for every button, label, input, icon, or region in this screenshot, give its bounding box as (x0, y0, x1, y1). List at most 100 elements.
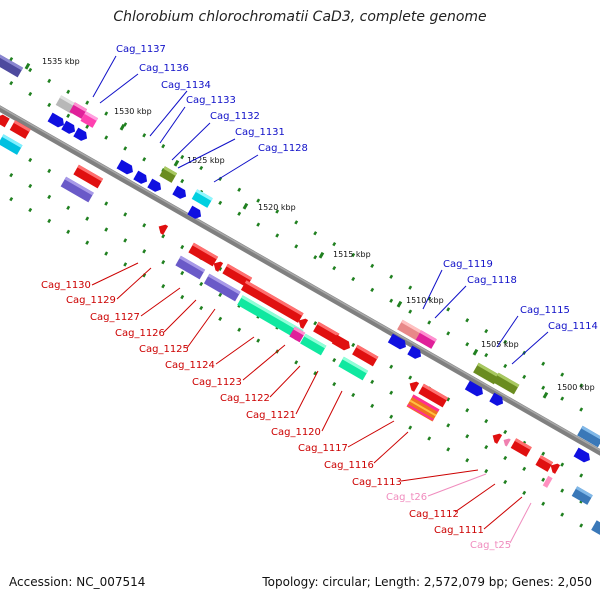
tick-dot (427, 320, 432, 325)
gene-label[interactable]: Cag_1131 (235, 127, 285, 138)
ruler-major-ticks (24, 62, 549, 399)
tick-dot (294, 244, 299, 249)
gene-label[interactable]: Cag_1114 (548, 321, 598, 332)
tick-dot (9, 57, 14, 62)
tick-dot (180, 270, 185, 276)
genome-summary-text: Topology: circular; Length: 2,572,079 bp… (262, 575, 592, 589)
genome-backbone-highlight (0, 105, 600, 452)
gene-label[interactable]: Cag_1136 (139, 63, 189, 74)
gene-label[interactable]: Cag_1115 (520, 305, 570, 316)
tick-dot (47, 102, 52, 108)
tick-dot (560, 372, 565, 377)
ruler-label: 1525 kbp (187, 156, 225, 165)
tick-dot (446, 307, 451, 312)
gene-label[interactable]: Cag_1116 (324, 460, 374, 471)
gene-label[interactable]: Cag_1112 (409, 509, 459, 520)
gene-label[interactable]: Cag_1121 (246, 410, 296, 421)
tick-dot (351, 342, 356, 348)
tick-dot (9, 81, 14, 86)
tick-dot (541, 501, 546, 506)
gene-label[interactable]: Cag_1123 (192, 377, 242, 388)
gene-label[interactable]: Cag_1111 (434, 525, 484, 536)
tick-dot (199, 305, 204, 311)
tick-dot (446, 397, 451, 402)
tick-dot (104, 111, 109, 116)
tick-dot (427, 436, 432, 441)
tick-dot (332, 357, 337, 363)
gene-label[interactable]: Cag_t25 (470, 540, 511, 551)
gene-label[interactable]: Cag_1134 (161, 80, 211, 91)
tick-dot (256, 338, 261, 343)
tick-dot (389, 364, 394, 369)
tick-dot (123, 238, 128, 243)
tick-dot (313, 255, 318, 260)
tick-dot (28, 91, 33, 97)
tick-dot (389, 390, 394, 395)
gene-features (0, 53, 600, 535)
tick-dot (465, 342, 470, 347)
gene-label[interactable]: Cag_1113 (352, 477, 402, 488)
tick-dot (180, 294, 185, 300)
tick-dot (408, 309, 413, 314)
gene-label[interactable]: Cag_1127 (90, 312, 140, 323)
tick-dot (142, 249, 147, 254)
gene-label[interactable]: Cag_1128 (258, 143, 308, 154)
tick-dot (237, 327, 242, 332)
gene-label[interactable]: Cag_1119 (443, 259, 493, 270)
ruler-label: 1530 kbp (114, 107, 152, 116)
tick-dot (465, 318, 470, 323)
tick-dot (351, 252, 356, 258)
tick-dot (465, 434, 470, 439)
tick-dot (66, 113, 71, 118)
ruler-labels: 1535 kbp 1530 kbp 1525 kbp 1520 kbp 1515… (42, 57, 595, 392)
gene-label[interactable]: Cag_1117 (298, 443, 348, 454)
tick-dot (9, 197, 14, 202)
gene-label[interactable]: Cag_1133 (186, 95, 236, 106)
tick-dot (104, 135, 109, 140)
tick-dot (28, 207, 33, 213)
tick-dot (446, 447, 451, 452)
gene-label[interactable]: Cag_1132 (210, 111, 260, 122)
gene-label[interactable]: Cag_1122 (220, 393, 270, 404)
tick-dot (218, 200, 223, 205)
tick-dot (47, 194, 52, 200)
tick-dot (446, 423, 451, 428)
tick-dot (370, 379, 375, 385)
tick-dot (408, 375, 413, 380)
tick-dot (560, 396, 565, 401)
gene-label[interactable]: Cag_1137 (116, 44, 166, 55)
tick-dot (237, 187, 242, 192)
gene-label[interactable]: Cag_1129 (66, 295, 116, 306)
tick-dot (313, 231, 318, 236)
tick-dot (465, 458, 470, 463)
tick-dot (579, 523, 584, 528)
tick-dot (85, 100, 90, 105)
tick-dot (123, 212, 128, 217)
gene-label[interactable]: Cag_1125 (139, 344, 189, 355)
tick-dot (503, 479, 508, 485)
gene-label[interactable]: Cag_1118 (467, 275, 517, 286)
tick-dot (522, 490, 527, 496)
bottom-leader-lines-right (400, 469, 532, 544)
tick-dot (104, 251, 109, 256)
tick-dot (389, 414, 394, 419)
tick-dot (351, 276, 356, 282)
gene-label[interactable]: Cag_1120 (271, 427, 321, 438)
tick-dot (161, 144, 166, 149)
tick-dot (199, 165, 204, 171)
tick-dot (579, 383, 584, 388)
gene-label[interactable]: Cag_1130 (41, 280, 91, 291)
tick-dot (142, 133, 147, 138)
tick-dot (332, 241, 337, 247)
gene-label[interactable]: Cag_t26 (386, 492, 427, 503)
tick-dot (465, 408, 470, 413)
tick-dot (275, 233, 280, 238)
gene-label[interactable]: Cag_1124 (165, 360, 215, 371)
top-gene-labels: Cag_1137 Cag_1136 Cag_1134 Cag_1133 Cag_… (116, 44, 598, 332)
gene-label[interactable]: Cag_1126 (115, 328, 165, 339)
ruler-label: 1515 kbp (333, 250, 371, 259)
tick-dot (541, 361, 546, 366)
tick-dot (142, 157, 147, 162)
tick-dot (389, 298, 394, 303)
